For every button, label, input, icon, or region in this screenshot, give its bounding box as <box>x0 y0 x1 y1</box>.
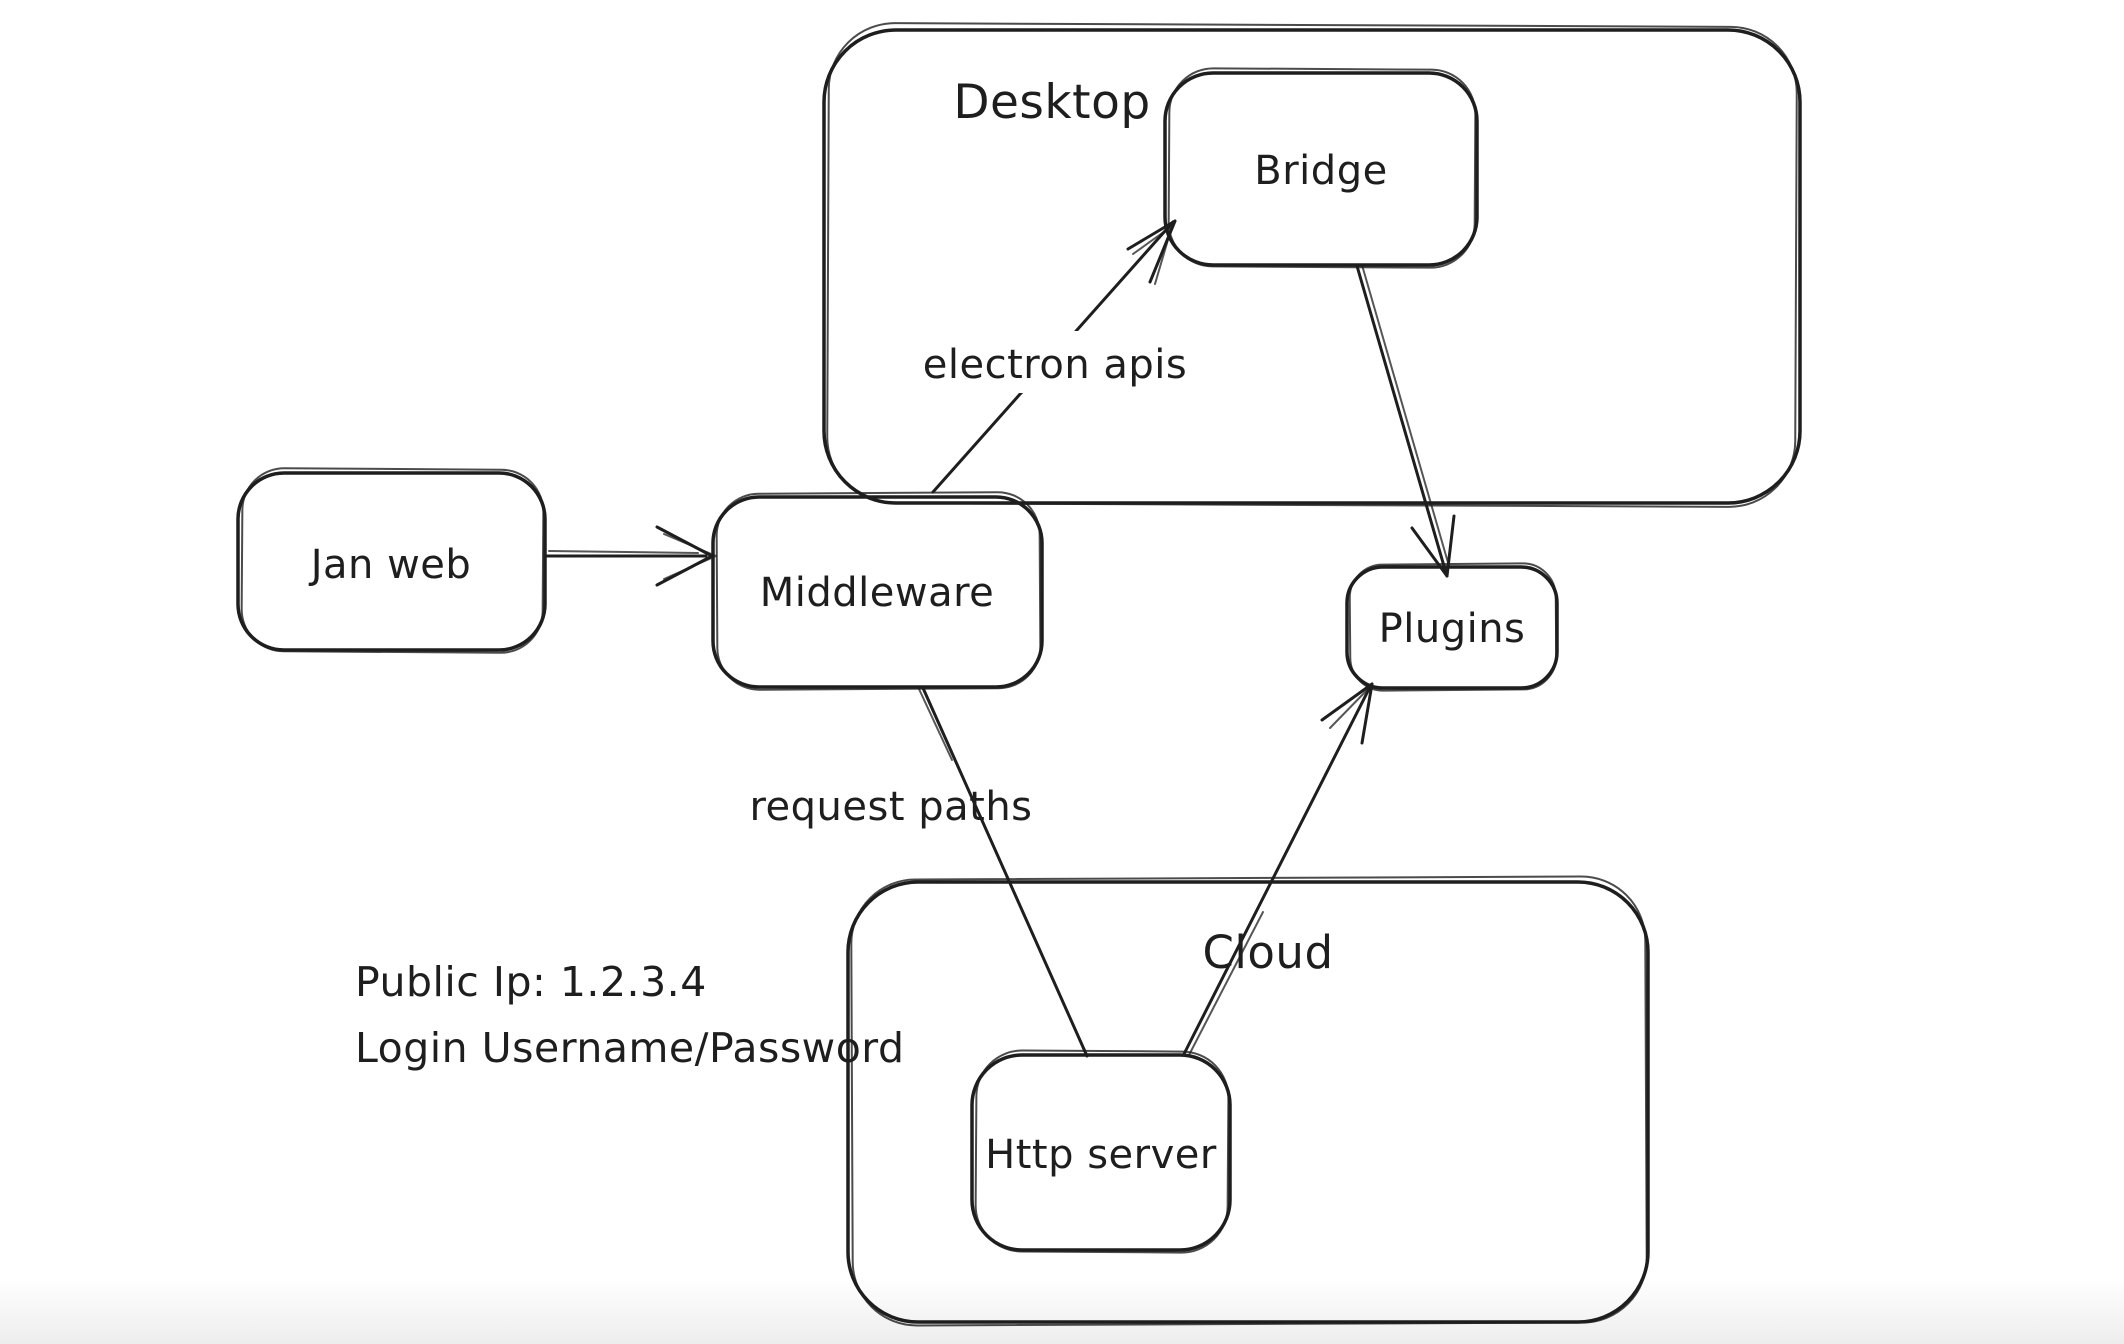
node-http-server-sketch-stroke <box>974 1049 1230 1254</box>
annotation-public-ip[interactable]: Public Ip: 1.2.3.4 <box>355 958 707 1006</box>
annotation-login[interactable]: Login Username/Password <box>355 1024 904 1072</box>
edge-middleware-to-bridge[interactable]: electron apis <box>915 219 1195 494</box>
edge-jan-web-to-middleware[interactable] <box>544 525 717 587</box>
node-http-server-label[interactable]: Http server <box>985 1132 1217 1178</box>
node-jan-web-label[interactable]: Jan web <box>308 542 472 588</box>
node-jan-web[interactable]: Jan web <box>236 467 547 654</box>
node-bridge-sketch-stroke <box>1167 67 1477 269</box>
node-middleware[interactable]: Middleware <box>711 491 1044 691</box>
container-cloud-sketch-stroke <box>850 875 1648 1327</box>
container-desktop-label[interactable]: Desktop <box>953 75 1150 130</box>
edge-label-mask <box>915 331 1195 393</box>
node-bridge-label[interactable]: Bridge <box>1254 148 1387 194</box>
node-plugins[interactable]: Plugins <box>1345 562 1559 692</box>
container-cloud-label[interactable]: Cloud <box>1202 926 1333 979</box>
node-middleware-sketch-stroke <box>715 491 1042 691</box>
annotation-credentials[interactable]: Public Ip: 1.2.3.4 Login Username/Passwo… <box>355 958 904 1072</box>
node-plugins-sketch-stroke <box>1348 562 1558 692</box>
arrowhead-middleware <box>655 525 714 587</box>
arrowhead-plugins-top <box>1410 526 1449 578</box>
node-http-server[interactable]: Http server <box>970 1049 1232 1254</box>
edge-http-server-to-plugins[interactable] <box>1182 682 1374 1056</box>
edge-middleware-to-http-server[interactable] <box>918 686 1089 1058</box>
container-desktop-sketch-stroke <box>826 22 1798 508</box>
node-jan-web-sketch-stroke <box>240 467 545 654</box>
node-plugins-label[interactable]: Plugins <box>1379 606 1526 652</box>
node-bridge[interactable]: Bridge <box>1163 67 1479 269</box>
arrowhead-bridge <box>1126 219 1177 251</box>
edge-label-request-paths[interactable]: request paths <box>749 784 1032 830</box>
container-cloud[interactable] <box>846 875 1650 1327</box>
edge-label-electron-apis[interactable]: electron apis <box>923 342 1187 388</box>
edge-bridge-to-plugins[interactable] <box>1355 264 1456 578</box>
container-desktop[interactable]: Desktop <box>822 22 1802 508</box>
node-middleware-label[interactable]: Middleware <box>760 570 995 616</box>
arrowhead-plugins-bottom <box>1320 682 1374 722</box>
